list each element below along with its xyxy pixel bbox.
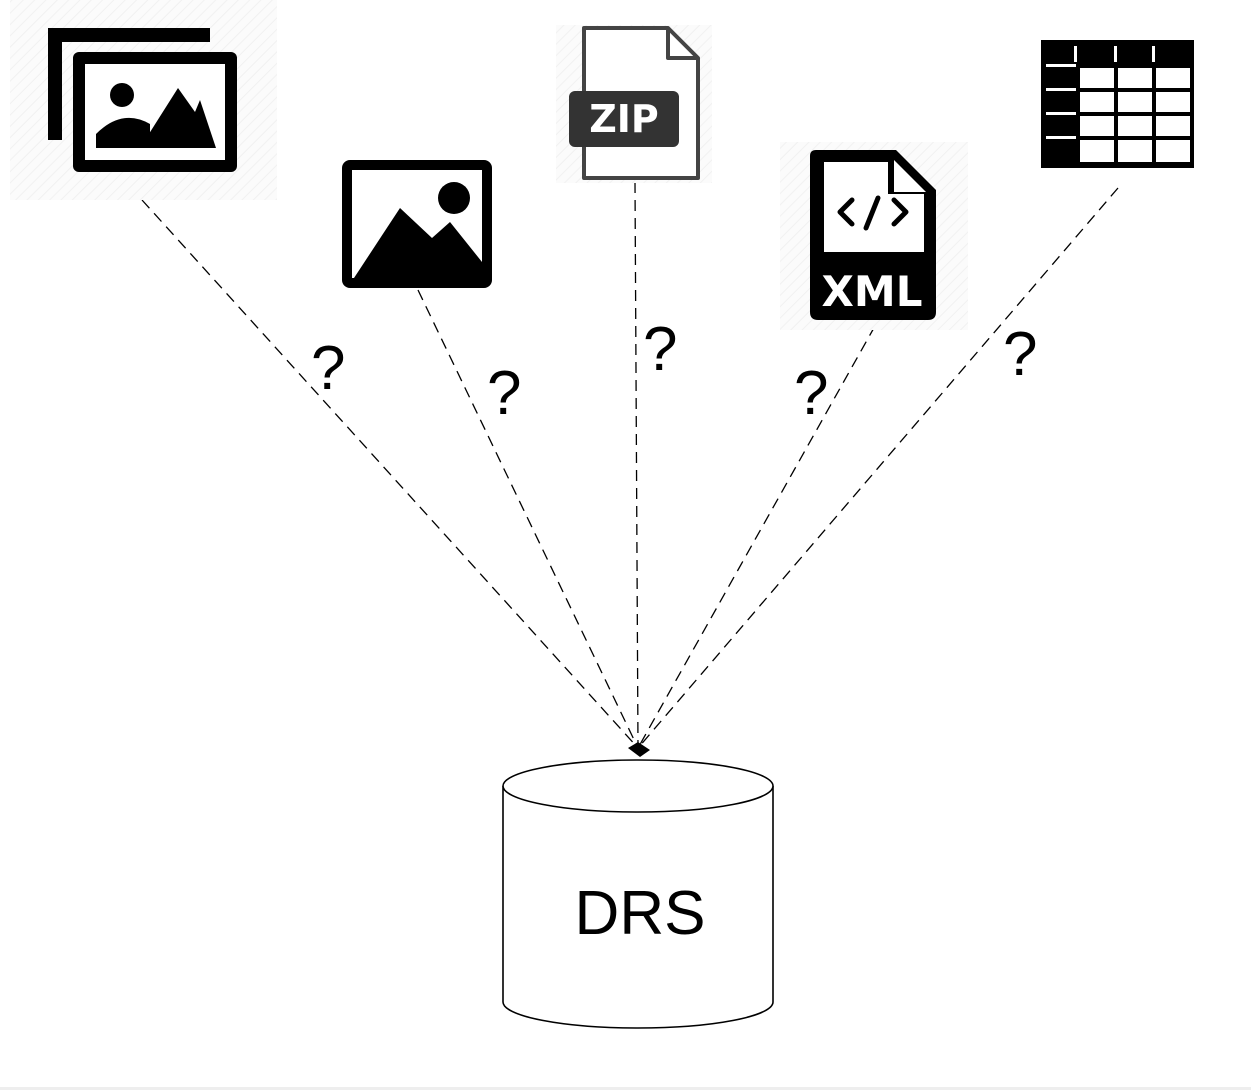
edge-labels: ? ? ? ? ?: [311, 315, 1037, 428]
connector-zip: [634, 181, 639, 749]
image-icon: [342, 160, 492, 288]
connector-junction: [628, 742, 650, 757]
edge-label-zip: ?: [643, 315, 677, 384]
xml-file-icon: XML: [780, 142, 968, 330]
edge-label-image-gallery: ?: [311, 334, 345, 403]
drs-database: DRS: [502, 759, 774, 1029]
xml-label: XML: [822, 267, 923, 316]
edge-label-table: ?: [1003, 320, 1037, 389]
table-icon: [1041, 40, 1194, 168]
bottom-rule: [0, 1087, 1251, 1090]
connector-image-gallery: [141, 199, 639, 749]
database-label: DRS: [575, 879, 706, 948]
connector-xml: [637, 325, 876, 749]
connector-table: [637, 187, 1119, 749]
zip-file-icon: ZIP: [556, 25, 712, 183]
connector-lines: [141, 181, 1119, 757]
image-gallery-icon: [10, 0, 277, 200]
connector-image: [417, 289, 639, 749]
edge-label-xml: ?: [794, 359, 828, 428]
edge-label-image: ?: [487, 359, 521, 428]
zip-label: ZIP: [589, 97, 659, 141]
